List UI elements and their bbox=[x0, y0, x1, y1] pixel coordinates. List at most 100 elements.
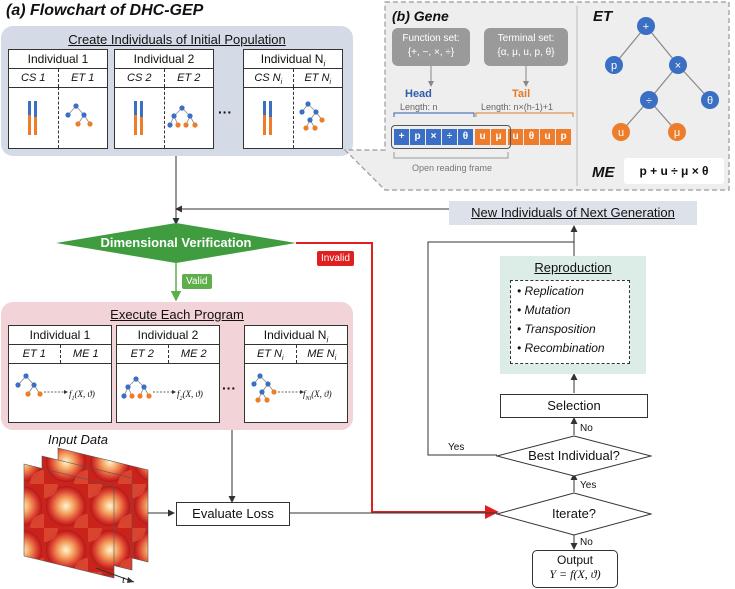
function-subscript: 1 bbox=[71, 395, 75, 402]
reproduction-item: Transposition bbox=[524, 322, 596, 336]
terminal-set-box: Terminal set: {α, μ, u, p, θ} bbox=[484, 28, 568, 66]
individual-name: Individual 2 bbox=[115, 50, 213, 69]
execute-individual-card-1: Individual 1 ET 1 ME 1 f1(X, ϑ) bbox=[8, 325, 112, 423]
me-subscript: i bbox=[334, 355, 337, 363]
new-individuals-box: New Individuals of Next Generation bbox=[449, 201, 697, 225]
et-subscript: i bbox=[329, 79, 332, 87]
reproduction-title: Reproduction bbox=[534, 260, 612, 275]
reproduction-item: Mutation bbox=[524, 303, 571, 317]
function-subscript: Ni bbox=[305, 395, 312, 402]
input-data-label: Input Data bbox=[48, 432, 108, 447]
et-label: ET N bbox=[256, 348, 282, 360]
svg-text:÷: ÷ bbox=[646, 95, 652, 107]
iterate-diamond bbox=[496, 492, 652, 536]
evaluate-loss-box: Evaluate Loss bbox=[176, 502, 290, 526]
et-node-plus: + bbox=[637, 17, 655, 35]
flow-no-label-iterate: No bbox=[580, 537, 593, 548]
me-label: ME bbox=[592, 164, 615, 181]
iterate-label: Iterate? bbox=[551, 506, 597, 521]
reproduction-list: • Replication • Mutation • Transposition… bbox=[510, 280, 630, 364]
tail-length: Length: n×(h-1)+1 bbox=[481, 102, 554, 112]
function-f: f bbox=[177, 389, 180, 399]
svg-text:+: + bbox=[643, 21, 649, 33]
gene-cell-head: + bbox=[394, 129, 409, 145]
terminal-set-label: Terminal set: bbox=[497, 33, 555, 44]
me-label: ME N bbox=[307, 348, 335, 360]
svg-text:×: × bbox=[675, 60, 681, 72]
function-set-label: Function set: bbox=[402, 33, 460, 44]
individual-name: Individual 1 bbox=[9, 50, 107, 69]
execute-individual-card-n: Individual Ni ET Ni ME Ni fNi(X, ϑ) bbox=[244, 325, 348, 423]
individual-name: Individual 2 bbox=[117, 326, 219, 345]
me-label: ME 2 bbox=[180, 348, 207, 360]
create-individual-card-n: Individual Ni CS Ni ET Ni bbox=[243, 49, 343, 149]
function-args: (X, ϑ) bbox=[182, 389, 203, 399]
individual-name: Individual 1 bbox=[9, 326, 111, 345]
reproduction-panel: Reproduction • Replication • Mutation • … bbox=[500, 256, 646, 374]
create-population-header: Create Individuals of Initial Population bbox=[68, 32, 286, 47]
head-length: Length: n bbox=[400, 102, 438, 112]
individual-name: Individual N bbox=[263, 328, 327, 342]
flow-no-label-best: No bbox=[580, 423, 593, 434]
gene-cell-tail: p bbox=[556, 129, 571, 145]
individual-name: Individual N bbox=[260, 52, 324, 66]
function-args: (X, ϑ) bbox=[311, 389, 332, 399]
svg-text:μ: μ bbox=[674, 127, 680, 139]
execute-header: Execute Each Program bbox=[110, 307, 244, 322]
function-subscript: 2 bbox=[179, 395, 183, 402]
create-ellipsis: ··· bbox=[218, 104, 232, 120]
gene-cell-head: θ bbox=[458, 129, 473, 145]
flow-yes-label-best: Yes bbox=[448, 442, 465, 453]
evaluate-loss-label: Evaluate Loss bbox=[192, 506, 274, 521]
selection-label: Selection bbox=[547, 398, 601, 413]
orf-label: Open reading frame bbox=[412, 163, 493, 173]
output-box: Output Y = f(X, ϑ) bbox=[532, 550, 618, 588]
terminal-set-value: {α, μ, u, p, θ} bbox=[497, 47, 555, 58]
time-axis-label: t bbox=[122, 574, 126, 586]
et-node-p: p bbox=[605, 56, 623, 74]
page-title: (a) Flowchart of DHC-GEP bbox=[6, 2, 204, 19]
gene-cell-tail: θ bbox=[524, 129, 539, 145]
output-label: Output bbox=[556, 553, 594, 567]
function-f: f bbox=[303, 389, 306, 399]
gene-cell-head: × bbox=[426, 129, 441, 145]
et-title: ET bbox=[593, 8, 613, 25]
et-label: ET 1 bbox=[71, 72, 95, 84]
et-node-u: u bbox=[612, 123, 630, 141]
et-node-divide: ÷ bbox=[640, 91, 658, 109]
best-individual-diamond bbox=[496, 435, 652, 477]
new-individuals-label: New Individuals of Next Generation bbox=[471, 205, 675, 220]
et-label: ET N bbox=[304, 72, 330, 84]
cs-label: CS 1 bbox=[9, 69, 59, 87]
svg-text:u: u bbox=[618, 127, 624, 139]
gene-cell-tail: u bbox=[540, 129, 555, 145]
gene-sequence: + p × ÷ θ u μ u θ u p bbox=[394, 129, 571, 145]
me-label: ME 1 bbox=[72, 348, 99, 360]
cs-subscript: i bbox=[280, 79, 283, 87]
individual-subscript: i bbox=[323, 59, 326, 69]
et-node-mu: μ bbox=[668, 123, 686, 141]
et-subscript: i bbox=[282, 355, 284, 363]
orf-frame bbox=[391, 125, 511, 149]
execute-ellipsis: ··· bbox=[222, 380, 236, 396]
gene-title: (b) Gene bbox=[392, 8, 449, 24]
et-label: ET 2 bbox=[177, 72, 201, 84]
create-individual-card-1: Individual 1 CS 1 ET 1 bbox=[8, 49, 108, 149]
tail-label: Tail bbox=[512, 88, 531, 100]
et-label: ET 1 bbox=[9, 345, 61, 363]
create-individual-card-2: Individual 2 CS 2 ET 2 bbox=[114, 49, 214, 149]
individual-subscript: i bbox=[326, 335, 329, 345]
selection-box: Selection bbox=[500, 394, 648, 418]
gene-cell-tail: μ bbox=[491, 129, 506, 145]
input-data-stack bbox=[23, 447, 149, 583]
gene-arrows bbox=[393, 66, 574, 159]
function-set-value: {+, −, ×, ÷} bbox=[407, 47, 455, 58]
cs-label: CS N bbox=[254, 72, 281, 84]
output-formula: Y = f(X, ϑ) bbox=[549, 567, 601, 581]
et-tree: + p × ÷ θ u μ bbox=[605, 17, 719, 141]
gene-cell-head: ÷ bbox=[442, 129, 457, 145]
function-f: f bbox=[69, 389, 72, 399]
best-individual-label: Best Individual? bbox=[528, 448, 620, 463]
